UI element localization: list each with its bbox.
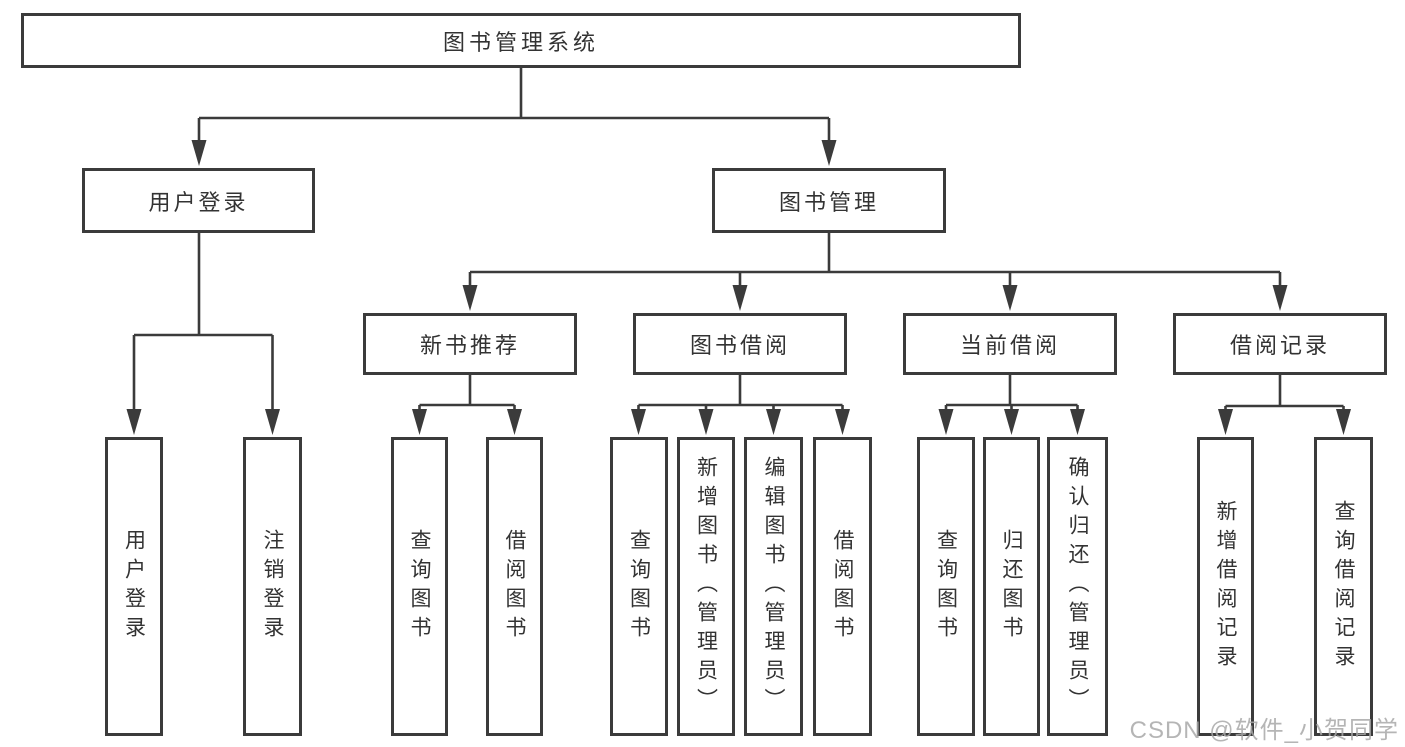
node-label: 借阅记录 — [1229, 333, 1330, 358]
node-label: 新增借阅记录 — [1214, 499, 1237, 674]
leaf-confirm-return-admin: 确认归还（管理员） — [1047, 437, 1108, 736]
node-user-login: 用户登录 — [82, 168, 315, 233]
leaf-edit-book-admin: 编辑图书（管理员） — [744, 437, 803, 736]
leaf-add-borrow-record: 新增借阅记录 — [1197, 437, 1254, 736]
node-label: 图书借阅 — [689, 333, 790, 358]
node-new-book-recommend: 新书推荐 — [363, 313, 577, 375]
leaf-borrow-books-recommend: 借阅图书 — [486, 437, 543, 736]
node-label: 图书管理 — [778, 189, 879, 215]
leaf-query-books-recommend: 查询图书 — [391, 437, 448, 736]
leaf-query-books-current: 查询图书 — [917, 437, 975, 736]
node-book-management: 图书管理 — [712, 168, 946, 233]
node-label: 新增图书（管理员） — [694, 456, 718, 717]
node-label: 归还图书 — [1000, 528, 1023, 645]
leaf-logout: 注销登录 — [243, 437, 302, 736]
node-label: 注销登录 — [261, 528, 284, 645]
leaf-borrow-books: 借阅图书 — [813, 437, 872, 736]
leaf-user-login: 用户登录 — [105, 437, 163, 736]
node-label: 查询图书 — [934, 528, 958, 645]
node-library-management-system: 图书管理系统 — [21, 13, 1021, 68]
node-label: 当前借阅 — [959, 333, 1060, 358]
node-label: 查询借阅记录 — [1332, 499, 1355, 674]
node-label: 新书推荐 — [419, 333, 520, 358]
leaf-query-books-borrowing: 查询图书 — [610, 437, 668, 736]
leaf-add-book-admin: 新增图书（管理员） — [677, 437, 735, 736]
node-book-borrowing: 图书借阅 — [633, 313, 847, 375]
csdn-watermark: CSDN @软件_小贺同学 — [1129, 717, 1399, 744]
node-label: 借阅图书 — [503, 528, 526, 645]
node-label: 查询图书 — [627, 528, 651, 645]
node-label: 查询图书 — [408, 528, 431, 645]
node-label: 借阅图书 — [831, 528, 854, 645]
node-current-borrowing: 当前借阅 — [903, 313, 1117, 375]
node-label: 用户登录 — [148, 189, 249, 215]
node-borrowing-records: 借阅记录 — [1173, 313, 1387, 375]
leaf-return-books: 归还图书 — [983, 437, 1040, 736]
leaf-query-borrow-record: 查询借阅记录 — [1314, 437, 1373, 736]
node-label: 用户登录 — [122, 528, 146, 645]
node-label: 确认归还（管理员） — [1066, 456, 1089, 717]
node-label: 编辑图书（管理员） — [762, 456, 785, 717]
node-label: 图书管理系统 — [442, 29, 599, 55]
